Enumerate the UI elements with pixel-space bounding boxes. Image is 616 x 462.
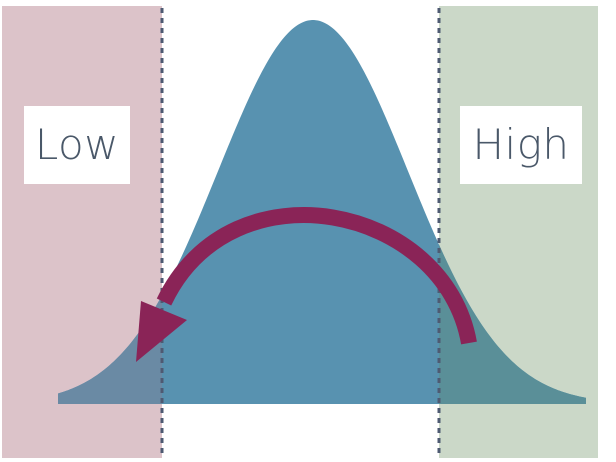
arrow-head: [136, 301, 187, 362]
arrow-shaft: [156, 207, 477, 345]
low-label: Low: [24, 106, 130, 184]
high-label: High: [460, 106, 582, 184]
bell-curve-low-tail: [58, 295, 162, 404]
curved-arrow-icon: [136, 207, 477, 362]
bell-curve-high-tail: [439, 244, 586, 404]
